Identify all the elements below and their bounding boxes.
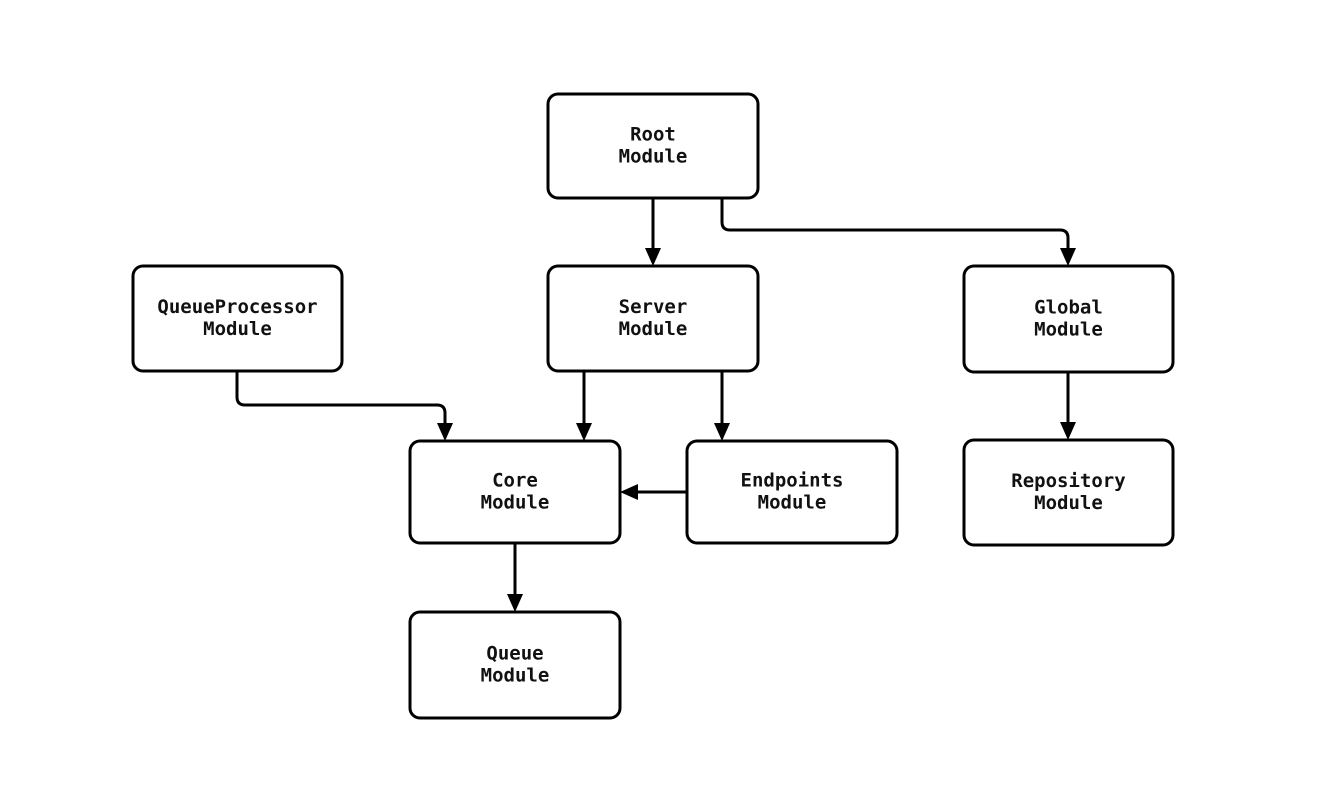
edge-global-to-repository: Global Module to Repository Module <box>1060 372 1076 440</box>
arrowhead-icon <box>620 484 638 500</box>
node-box-repository[interactable] <box>962 438 1175 547</box>
node-repository[interactable]: RepositoryModuleRepository Module <box>962 438 1175 547</box>
arrowhead-icon <box>437 423 453 441</box>
node-endpoints[interactable]: EndpointsModuleEndpoints Module <box>685 439 899 545</box>
node-label-line2-global: Module <box>1034 319 1103 341</box>
edge-line <box>720 198 1070 250</box>
node-label-line1-endpoints: Endpoints <box>741 470 844 492</box>
edge-root-to-global: Root Module to Global Module <box>720 198 1076 266</box>
node-label-line1-root: Root <box>630 124 676 146</box>
node-box-root[interactable] <box>546 92 760 200</box>
node-label-line1-server: Server <box>619 296 688 318</box>
edges-layer: Root Module to Server Module Root Module … <box>235 198 1076 612</box>
node-label-line2-server: Module <box>619 318 688 340</box>
node-core[interactable]: CoreModuleCore Module <box>408 439 622 545</box>
edge-server-to-endpoints: Server Module to Endpoints Module <box>714 371 730 441</box>
node-label-line2-endpoints: Module <box>758 492 827 514</box>
arrowhead-icon <box>645 248 661 266</box>
node-label-line2-queue: Module <box>481 665 550 687</box>
arrowhead-icon <box>576 423 592 441</box>
node-queueprocessor[interactable]: QueueProcessorModuleQueueProcessor Modul… <box>131 264 344 373</box>
node-box-queue[interactable] <box>408 610 622 720</box>
node-box-endpoints[interactable] <box>685 439 899 545</box>
edge-endpoints-to-core: Endpoints Module to Core Module <box>620 484 687 500</box>
node-label-line1-core: Core <box>492 470 538 492</box>
edge-queueprocessor-to-core: QueueProcessor Module to Core Module <box>235 371 453 441</box>
node-label-line1-repository: Repository <box>1011 470 1125 492</box>
edge-line <box>235 371 447 425</box>
edge-root-to-server: Root Module to Server Module <box>645 198 661 266</box>
node-label-line2-core: Module <box>481 492 550 514</box>
node-label-line1-queueprocessor: QueueProcessor <box>157 296 317 318</box>
nodes-layer: RootModuleRoot ModuleQueueProcessorModul… <box>131 92 1175 720</box>
node-server[interactable]: ServerModuleServer Module <box>546 264 760 373</box>
node-root[interactable]: RootModuleRoot Module <box>546 92 760 200</box>
arrowhead-icon <box>714 423 730 441</box>
node-global[interactable]: GlobalModuleGlobal Module <box>962 264 1175 374</box>
edge-core-to-queue: Core Module to Queue Module <box>507 543 523 612</box>
node-queue[interactable]: QueueModuleQueue Module <box>408 610 622 720</box>
node-label-line1-global: Global <box>1034 297 1103 319</box>
node-box-core[interactable] <box>408 439 622 545</box>
node-box-global[interactable] <box>962 264 1175 374</box>
node-label-line2-repository: Module <box>1034 492 1103 514</box>
node-label-line2-queueprocessor: Module <box>203 318 272 340</box>
node-box-server[interactable] <box>546 264 760 373</box>
node-label-line1-queue: Queue <box>486 643 543 665</box>
arrowhead-icon <box>1060 248 1076 266</box>
node-label-line2-root: Module <box>619 146 688 168</box>
arrowhead-icon <box>507 594 523 612</box>
node-box-queueprocessor[interactable] <box>131 264 344 373</box>
edge-server-to-core: Server Module to Core Module <box>576 371 592 441</box>
arrowhead-icon <box>1060 422 1076 440</box>
